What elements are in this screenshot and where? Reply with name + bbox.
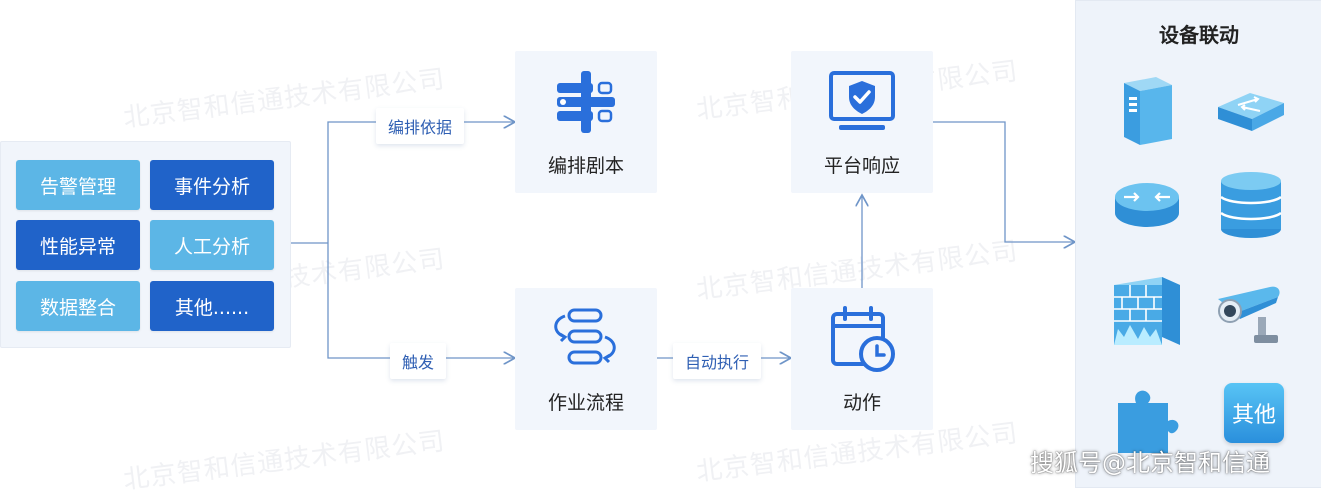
edge-line-trigger [327, 243, 515, 358]
source-credit: 搜狐号@北京智和信通 [1030, 449, 1270, 477]
monitor-shield-icon [829, 71, 895, 130]
node-platform-response: 平台响应 [791, 51, 933, 193]
node-label: 编排剧本 [547, 155, 624, 177]
node-label: 作业流程 [547, 392, 624, 414]
playbook-icon [557, 71, 615, 133]
edge-line-response-to-devices [933, 121, 1075, 242]
calendar-clock-icon [831, 306, 895, 372]
node-workflow: 作业流程 [515, 288, 657, 430]
category-other: 其他...... [150, 281, 274, 331]
source-category-panel: 告警管理 事件分析 性能异常 人工分析 数据整合 其他...... [0, 141, 291, 348]
category-data-integration: 数据整合 [16, 281, 140, 331]
edge-label-auto-execute: 自动执行 [673, 343, 762, 379]
database-icon [1220, 172, 1282, 238]
device-linkage-panel: 设备联动 [1075, 0, 1321, 488]
workflow-icon [554, 308, 616, 365]
category-event-analysis: 事件分析 [150, 160, 274, 210]
node-label: 动作 [842, 392, 881, 414]
edge-label-orchestration-basis: 编排依据 [376, 108, 465, 144]
camera-icon [1218, 286, 1280, 343]
puzzle-piece-icon [1118, 390, 1179, 453]
node-action: 动作 [791, 288, 933, 430]
category-performance-anomaly: 性能异常 [16, 220, 140, 270]
category-alarm-management: 告警管理 [16, 160, 140, 210]
other-devices-icon: 其他 [1224, 383, 1284, 443]
router-icon [1115, 183, 1179, 227]
server-icon [1124, 77, 1172, 145]
network-switch-icon [1218, 93, 1284, 131]
category-manual-analysis: 人工分析 [150, 220, 274, 270]
edge-label-trigger: 触发 [390, 343, 447, 379]
other-devices-label: 其他 [1231, 403, 1276, 428]
node-orchestration-script: 编排剧本 [515, 51, 657, 193]
device-panel-title: 设备联动 [1159, 23, 1239, 47]
node-label: 平台响应 [823, 155, 900, 177]
firewall-icon [1114, 277, 1180, 345]
